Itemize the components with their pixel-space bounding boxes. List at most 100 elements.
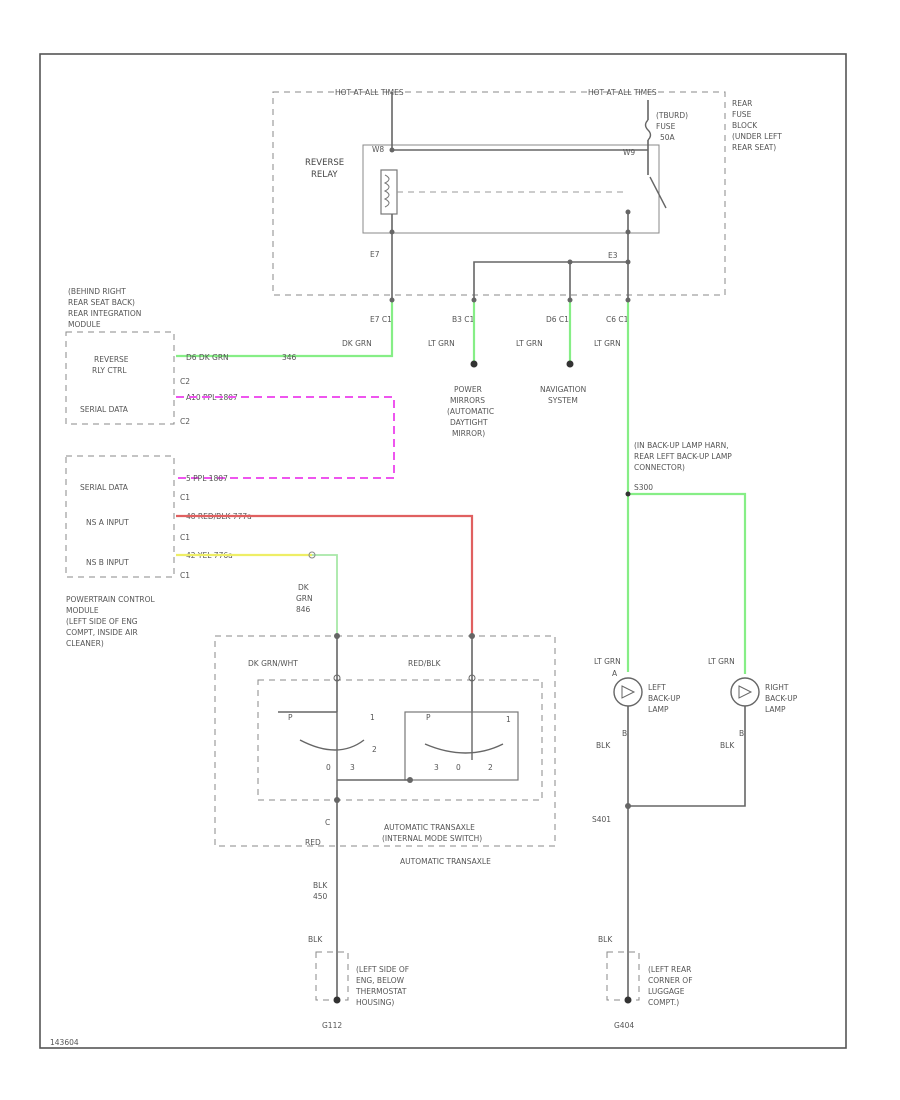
svg-text:CORNER OF: CORNER OF [648, 976, 693, 985]
backup-lamp-connector-label: (IN BACK-UP LAMP HARN, REAR LEFT BACK-UP… [634, 441, 732, 472]
conn-c6-c1: C6 C1 [606, 315, 629, 324]
diagram-frame [39, 53, 847, 1049]
ground-g404: G404 [614, 1021, 634, 1030]
svg-text:NAVIGATION: NAVIGATION [540, 385, 586, 394]
ground-right-bracket [606, 951, 640, 1001]
pcm-c1-a: C1 [180, 493, 190, 502]
label-lt-grn-1: LT GRN [428, 339, 455, 348]
relay-switch-icon [649, 176, 667, 209]
svg-text:LEFT: LEFT [648, 683, 666, 692]
svg-text:MODULE: MODULE [68, 320, 101, 329]
svg-text:B: B [739, 729, 744, 738]
svg-text:CONNECTOR): CONNECTOR) [634, 463, 685, 472]
wire-dk-grn-wht [312, 554, 338, 636]
svg-text:(IN BACK-UP LAMP HARN,: (IN BACK-UP LAMP HARN, [634, 441, 729, 450]
svg-text:LUGGAGE: LUGGAGE [648, 987, 685, 996]
ground-g404-icon [624, 996, 632, 1004]
transaxle-label: AUTOMATIC TRANSAXLE [400, 857, 491, 866]
svg-text:REVERSE: REVERSE [305, 158, 344, 168]
svg-text:HOUSING): HOUSING) [356, 998, 394, 1007]
ground-left-label: (LEFT SIDE OF ENG, BELOW THERMOSTAT HOUS… [355, 965, 409, 1007]
rim-reverse-ctrl: REVERSE RLY CTRL [92, 355, 129, 375]
conn-d6-c1: D6 C1 [546, 315, 569, 324]
svg-text:ENG, BELOW: ENG, BELOW [356, 976, 405, 985]
svg-text:3: 3 [350, 763, 355, 772]
transaxle-outline [214, 635, 556, 847]
pin-w8: W8 [372, 145, 384, 154]
svg-text:REAR LEFT BACK-UP LAMP: REAR LEFT BACK-UP LAMP [634, 452, 732, 461]
mode-switch-title: AUTOMATIC TRANSAXLE (INTERNAL MODE SWITC… [382, 823, 482, 843]
svg-text:BACK-UP: BACK-UP [765, 694, 798, 703]
svg-text:(LEFT REAR: (LEFT REAR [648, 965, 691, 974]
svg-text:2: 2 [372, 745, 377, 754]
pcm-c1-c: C1 [180, 571, 190, 580]
fuse-block-outline [272, 91, 726, 296]
svg-text:BLK: BLK [313, 881, 328, 890]
svg-text:REAR SEAT): REAR SEAT) [732, 143, 776, 152]
svg-text:SYSTEM: SYSTEM [548, 396, 578, 405]
pcm-c1-b: C1 [180, 533, 190, 542]
blk-lamp-right: BLK [720, 741, 735, 750]
rim-serial-data: SERIAL DATA [80, 405, 129, 414]
fuse-label: (TBURD) FUSE 50A [656, 111, 688, 142]
svg-text:2: 2 [488, 763, 493, 772]
wire-red-blk [176, 514, 474, 636]
rim-c2-b: C2 [180, 417, 190, 426]
relay-coil-icon [380, 169, 398, 215]
svg-text:REVERSE: REVERSE [94, 355, 129, 364]
svg-text:POWERTRAIN CONTROL: POWERTRAIN CONTROL [66, 595, 156, 604]
pin-e3: E3 [608, 251, 618, 260]
svg-text:THERMOSTAT: THERMOSTAT [355, 987, 407, 996]
lt-grn-right-lamp: LT GRN [708, 657, 735, 666]
hot-at-all-times-left: HOT AT ALL TIMES [335, 88, 404, 97]
range-switch-left-icon [299, 739, 365, 751]
pcm-ns-b-input: NS B INPUT [86, 558, 129, 567]
blk-lamp-left: BLK [596, 741, 611, 750]
svg-text:(LEFT SIDE OF: (LEFT SIDE OF [356, 965, 409, 974]
rim-wire-ppl-label: A10 PPL 1807 [186, 393, 238, 402]
svg-text:(TBURD): (TBURD) [656, 111, 688, 120]
rim-c2-a: C2 [180, 377, 190, 386]
fuse-icon [644, 119, 652, 141]
ground-g112: G112 [322, 1021, 342, 1030]
rim-module-outline [65, 331, 175, 425]
svg-text:GRN: GRN [296, 594, 313, 603]
svg-text:POWER: POWER [454, 385, 482, 394]
svg-text:A: A [612, 669, 618, 678]
blk-450-label: BLK 450 [313, 881, 328, 901]
svg-text:3: 3 [434, 763, 439, 772]
svg-text:RELAY: RELAY [311, 170, 338, 180]
svg-text:BACK-UP: BACK-UP [648, 694, 681, 703]
red-label: RED [305, 838, 321, 847]
figure-number: 143604 [50, 1038, 79, 1047]
pin-e7: E7 [370, 250, 380, 259]
dk-grn-846-label: DK GRN 846 [296, 583, 313, 614]
pin-w9: W9 [623, 148, 635, 157]
reverse-relay-label: REVERSE RELAY [305, 158, 344, 180]
svg-text:COMPT.): COMPT.) [648, 998, 679, 1007]
svg-text:0: 0 [456, 763, 461, 772]
svg-text:BLOCK: BLOCK [732, 121, 758, 130]
pcm-wire-ppl-label: 5 PPL 1807 [186, 474, 228, 483]
lt-grn-left-lamp: LT GRN [594, 657, 621, 666]
svg-text:REAR SEAT BACK): REAR SEAT BACK) [68, 298, 135, 307]
svg-text:450: 450 [313, 892, 328, 901]
svg-text:(LEFT SIDE OF ENG: (LEFT SIDE OF ENG [66, 617, 138, 626]
svg-text:DAYTIGHT: DAYTIGHT [450, 418, 488, 427]
svg-text:REAR: REAR [732, 99, 752, 108]
pcm-name: POWERTRAIN CONTROL MODULE (LEFT SIDE OF … [66, 595, 156, 648]
pcm-serial-data: SERIAL DATA [80, 483, 129, 492]
rim-name: (BEHIND RIGHT REAR SEAT BACK) REAR INTEG… [68, 287, 141, 329]
svg-text:DK: DK [298, 583, 310, 592]
svg-text:COMPT, INSIDE AIR: COMPT, INSIDE AIR [66, 628, 138, 637]
svg-text:REAR INTEGRATION: REAR INTEGRATION [68, 309, 141, 318]
navigation-system-label: NAVIGATION SYSTEM [540, 385, 586, 405]
splice-s300: S300 [634, 483, 653, 492]
power-mirrors-label: POWER MIRRORS (AUTOMATIC DAYTIGHT MIRROR… [447, 385, 494, 438]
wire-lt-grn-right-lamp [628, 492, 747, 674]
svg-text:(AUTOMATIC: (AUTOMATIC [447, 407, 494, 416]
svg-text:(INTERNAL MODE SWITCH): (INTERNAL MODE SWITCH) [382, 834, 482, 843]
conn-e7-c1: E7 C1 [370, 315, 392, 324]
range-left-label: DK GRN/WHT [248, 659, 298, 668]
